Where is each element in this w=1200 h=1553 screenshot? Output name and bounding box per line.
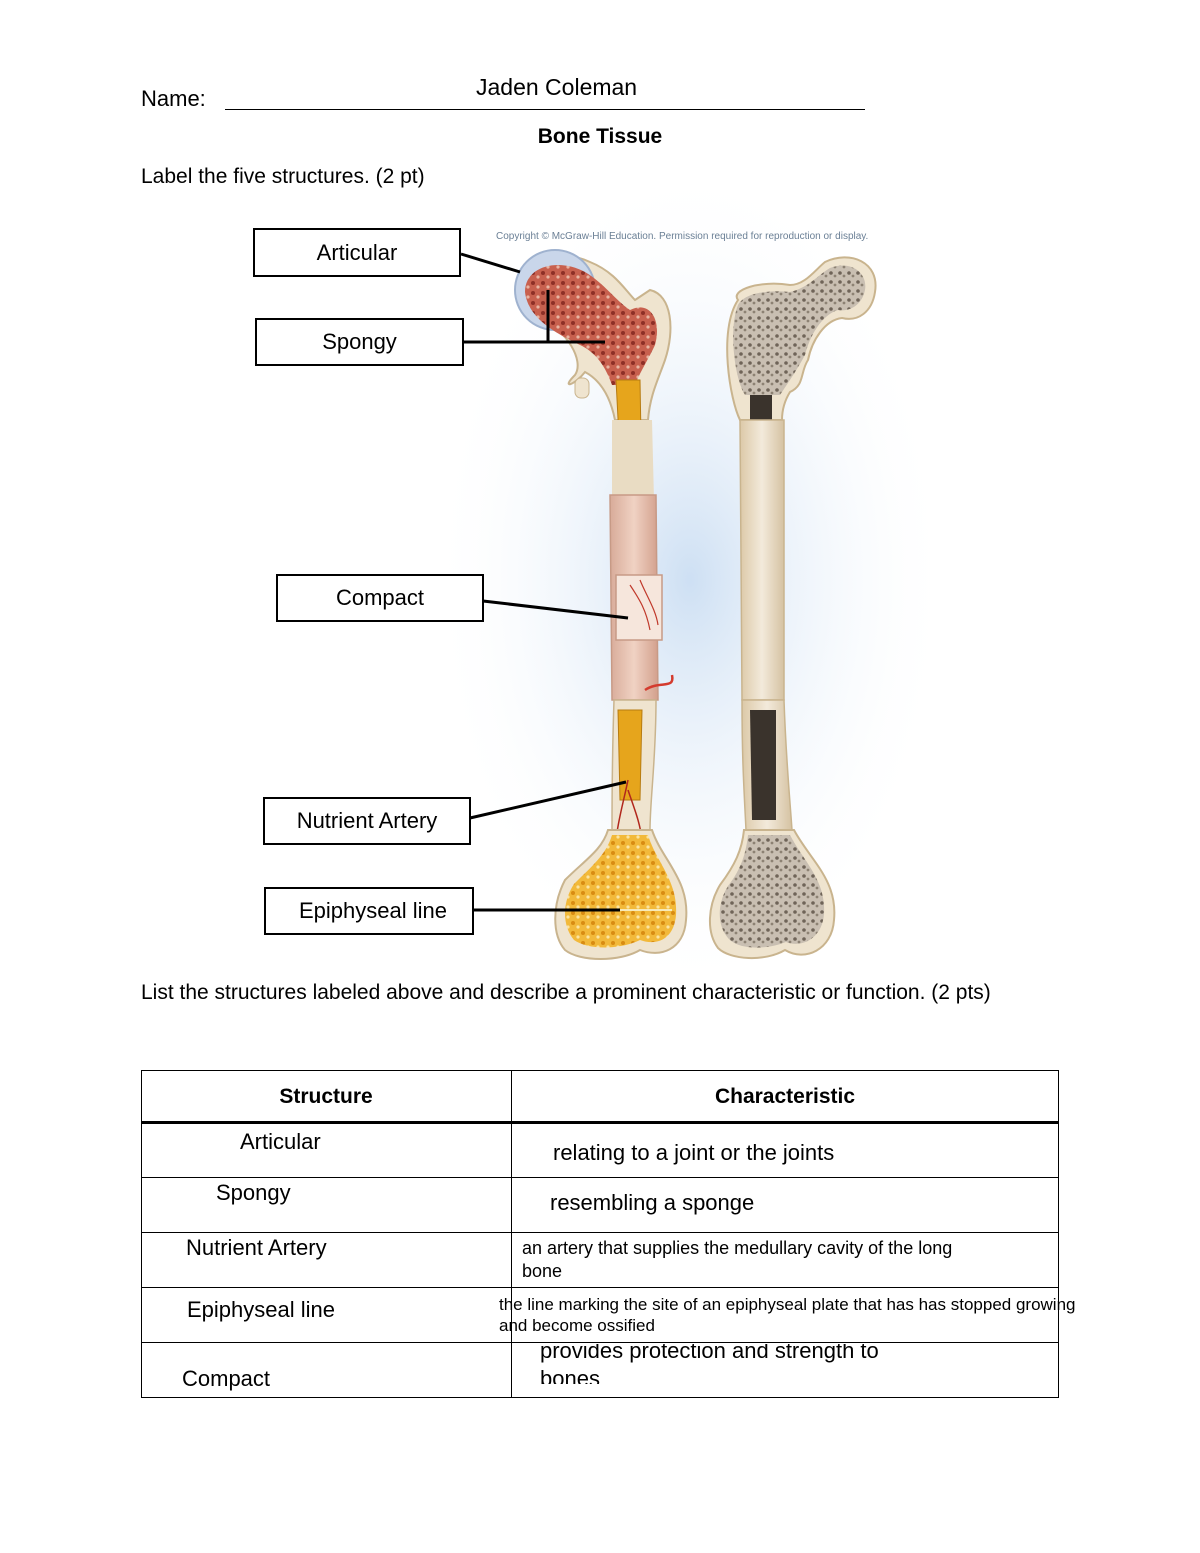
table-cell-structure[interactable]: Compact bbox=[182, 1366, 271, 1391]
table-row-divider bbox=[141, 1177, 1059, 1178]
instruction-label-structures: Label the five structures. (2 pt) bbox=[141, 165, 425, 188]
name-label: Name: bbox=[141, 86, 206, 111]
leader-compact bbox=[482, 599, 629, 620]
name-value[interactable]: Jaden Coleman bbox=[476, 74, 638, 100]
table-row-divider bbox=[141, 1342, 1059, 1343]
table-header-divider bbox=[141, 1121, 1059, 1124]
table-cell-structure[interactable]: Spongy bbox=[216, 1180, 291, 1205]
table-cell-clip: provides protection and strength to bone… bbox=[512, 1344, 1058, 1384]
right-femur-section bbox=[708, 256, 877, 960]
table-cell-characteristic[interactable]: relating to a joint or the joints bbox=[553, 1140, 835, 1165]
table-cell-characteristic[interactable]: provides protection and strength to bone… bbox=[540, 1344, 879, 1384]
table-header-characteristic: Characteristic bbox=[714, 1085, 856, 1108]
femur-diagram bbox=[430, 160, 950, 980]
table-cell-characteristic[interactable]: an artery that supplies the medullary ca… bbox=[522, 1238, 953, 1281]
label-box-articular[interactable]: Articular bbox=[253, 228, 461, 277]
table-cell-characteristic[interactable]: the line marking the site of an epiphyse… bbox=[499, 1295, 1076, 1335]
background-glow bbox=[430, 160, 950, 980]
table-row-divider bbox=[141, 1232, 1059, 1233]
table-header-structure: Structure bbox=[279, 1085, 373, 1108]
structures-table bbox=[141, 1070, 1059, 1398]
copyright-notice: Copyright © McGraw-Hill Education. Permi… bbox=[496, 231, 869, 242]
label-box-spongy[interactable]: Spongy bbox=[255, 318, 464, 366]
label-box-epiphyseal-line[interactable]: Epiphyseal line bbox=[264, 887, 474, 935]
table-cell-structure[interactable]: Nutrient Artery bbox=[186, 1235, 327, 1260]
label-box-nutrient-artery[interactable]: Nutrient Artery bbox=[263, 797, 471, 845]
table-column-divider bbox=[511, 1070, 512, 1398]
table-row-divider bbox=[141, 1287, 1059, 1288]
table-cell-structure[interactable]: Epiphyseal line bbox=[187, 1297, 335, 1322]
instruction-list-structures: List the structures labeled above and de… bbox=[141, 981, 991, 1004]
leader-nutrient-artery bbox=[469, 780, 627, 820]
page-title: Bone Tissue bbox=[537, 125, 663, 148]
leader-articular bbox=[460, 252, 521, 274]
name-underline bbox=[225, 109, 865, 110]
table-cell-characteristic[interactable]: resembling a sponge bbox=[550, 1190, 755, 1215]
label-box-compact[interactable]: Compact bbox=[276, 574, 484, 622]
left-femur-section bbox=[514, 249, 688, 960]
table-cell-structure[interactable]: Articular bbox=[240, 1129, 321, 1154]
